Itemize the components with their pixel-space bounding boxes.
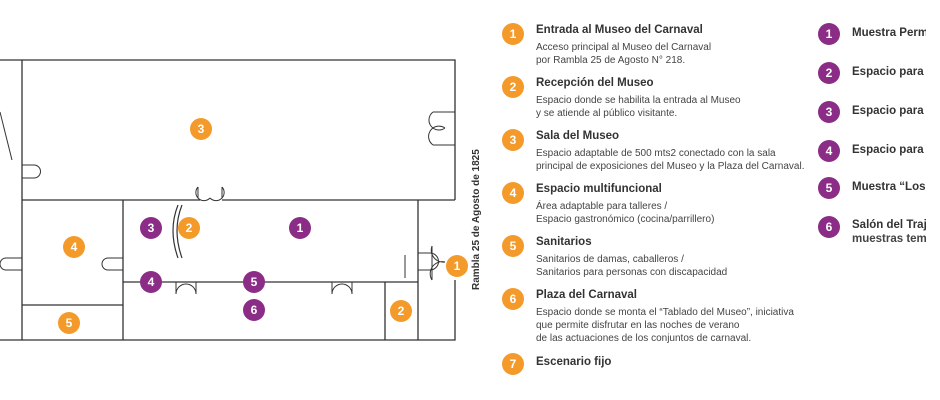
map-marker-2-orange[interactable]: 2 (390, 300, 412, 322)
legend-badge: 4 (502, 182, 524, 204)
legend-title: Muestra “Los viej (852, 181, 940, 193)
legend-badge: 6 (502, 288, 524, 310)
legend-title: Escenario fijo (536, 356, 612, 368)
map-marker-6-purple[interactable]: 6 (243, 299, 265, 321)
legend-badge: 4 (818, 140, 840, 162)
legend-title: Espacio multifuncional (536, 183, 662, 195)
map-marker-4-purple[interactable]: 4 (140, 271, 162, 293)
map-marker-5-orange[interactable]: 5 (58, 312, 80, 334)
legend-badge: 5 (502, 235, 524, 257)
legend-title: Salón del Traje (e (852, 219, 940, 231)
legend-desc: muestras tempor (852, 233, 940, 245)
legend-title: Muestra Permane (852, 27, 940, 39)
legend-title: Sanitarios (536, 236, 592, 248)
legend-title: Espacio para mue (852, 144, 940, 156)
legend-badge: 2 (818, 62, 840, 84)
map-marker-3-purple[interactable]: 3 (140, 217, 162, 239)
map-marker-2-orange-reception[interactable]: 2 (178, 217, 200, 239)
floor-plan (0, 59, 456, 341)
legend-desc: Sanitarios de damas, caballeros /Sanitar… (536, 254, 728, 278)
legend-title: Plaza del Carnaval (536, 289, 637, 301)
map-marker-1-orange[interactable]: 1 (446, 255, 468, 277)
legend-badge: 1 (818, 23, 840, 45)
legend-desc: Espacio adaptable de 500 mts2 conectado … (536, 148, 805, 172)
legend-title: Espacio para mue (852, 105, 940, 117)
curved-partition (172, 204, 179, 259)
map-marker-4-orange[interactable]: 4 (63, 236, 85, 258)
map-marker-3-orange[interactable]: 3 (190, 118, 212, 140)
legend-title: Espacio para mue (852, 66, 940, 78)
legend-badge: 6 (818, 216, 840, 238)
legend-badge: 7 (502, 353, 524, 375)
legend-badge: 3 (502, 129, 524, 151)
map-marker-1-purple[interactable]: 1 (289, 217, 311, 239)
legend-desc: Espacio donde se habilita la entrada al … (536, 95, 741, 119)
legend-badge: 2 (502, 76, 524, 98)
walls (0, 59, 456, 341)
legend-badge: 3 (818, 101, 840, 123)
legend-desc: Área adaptable para talleres /Espacio ga… (536, 201, 715, 225)
street-label: Rambla 25 de Agosto de 1825 (471, 149, 482, 290)
legend-title: Entrada al Museo del Carnaval (536, 24, 703, 36)
legend-badge: 5 (818, 177, 840, 199)
legend-desc: Espacio donde se monta el “Tablado del M… (536, 307, 794, 344)
door-swings (0, 111, 455, 295)
legend-title: Sala del Museo (536, 130, 620, 142)
legend-badge: 1 (502, 23, 524, 45)
map-marker-5-purple[interactable]: 5 (243, 271, 265, 293)
legend-title: Recepción del Museo (536, 77, 654, 89)
right-crop-edge (926, 0, 940, 400)
